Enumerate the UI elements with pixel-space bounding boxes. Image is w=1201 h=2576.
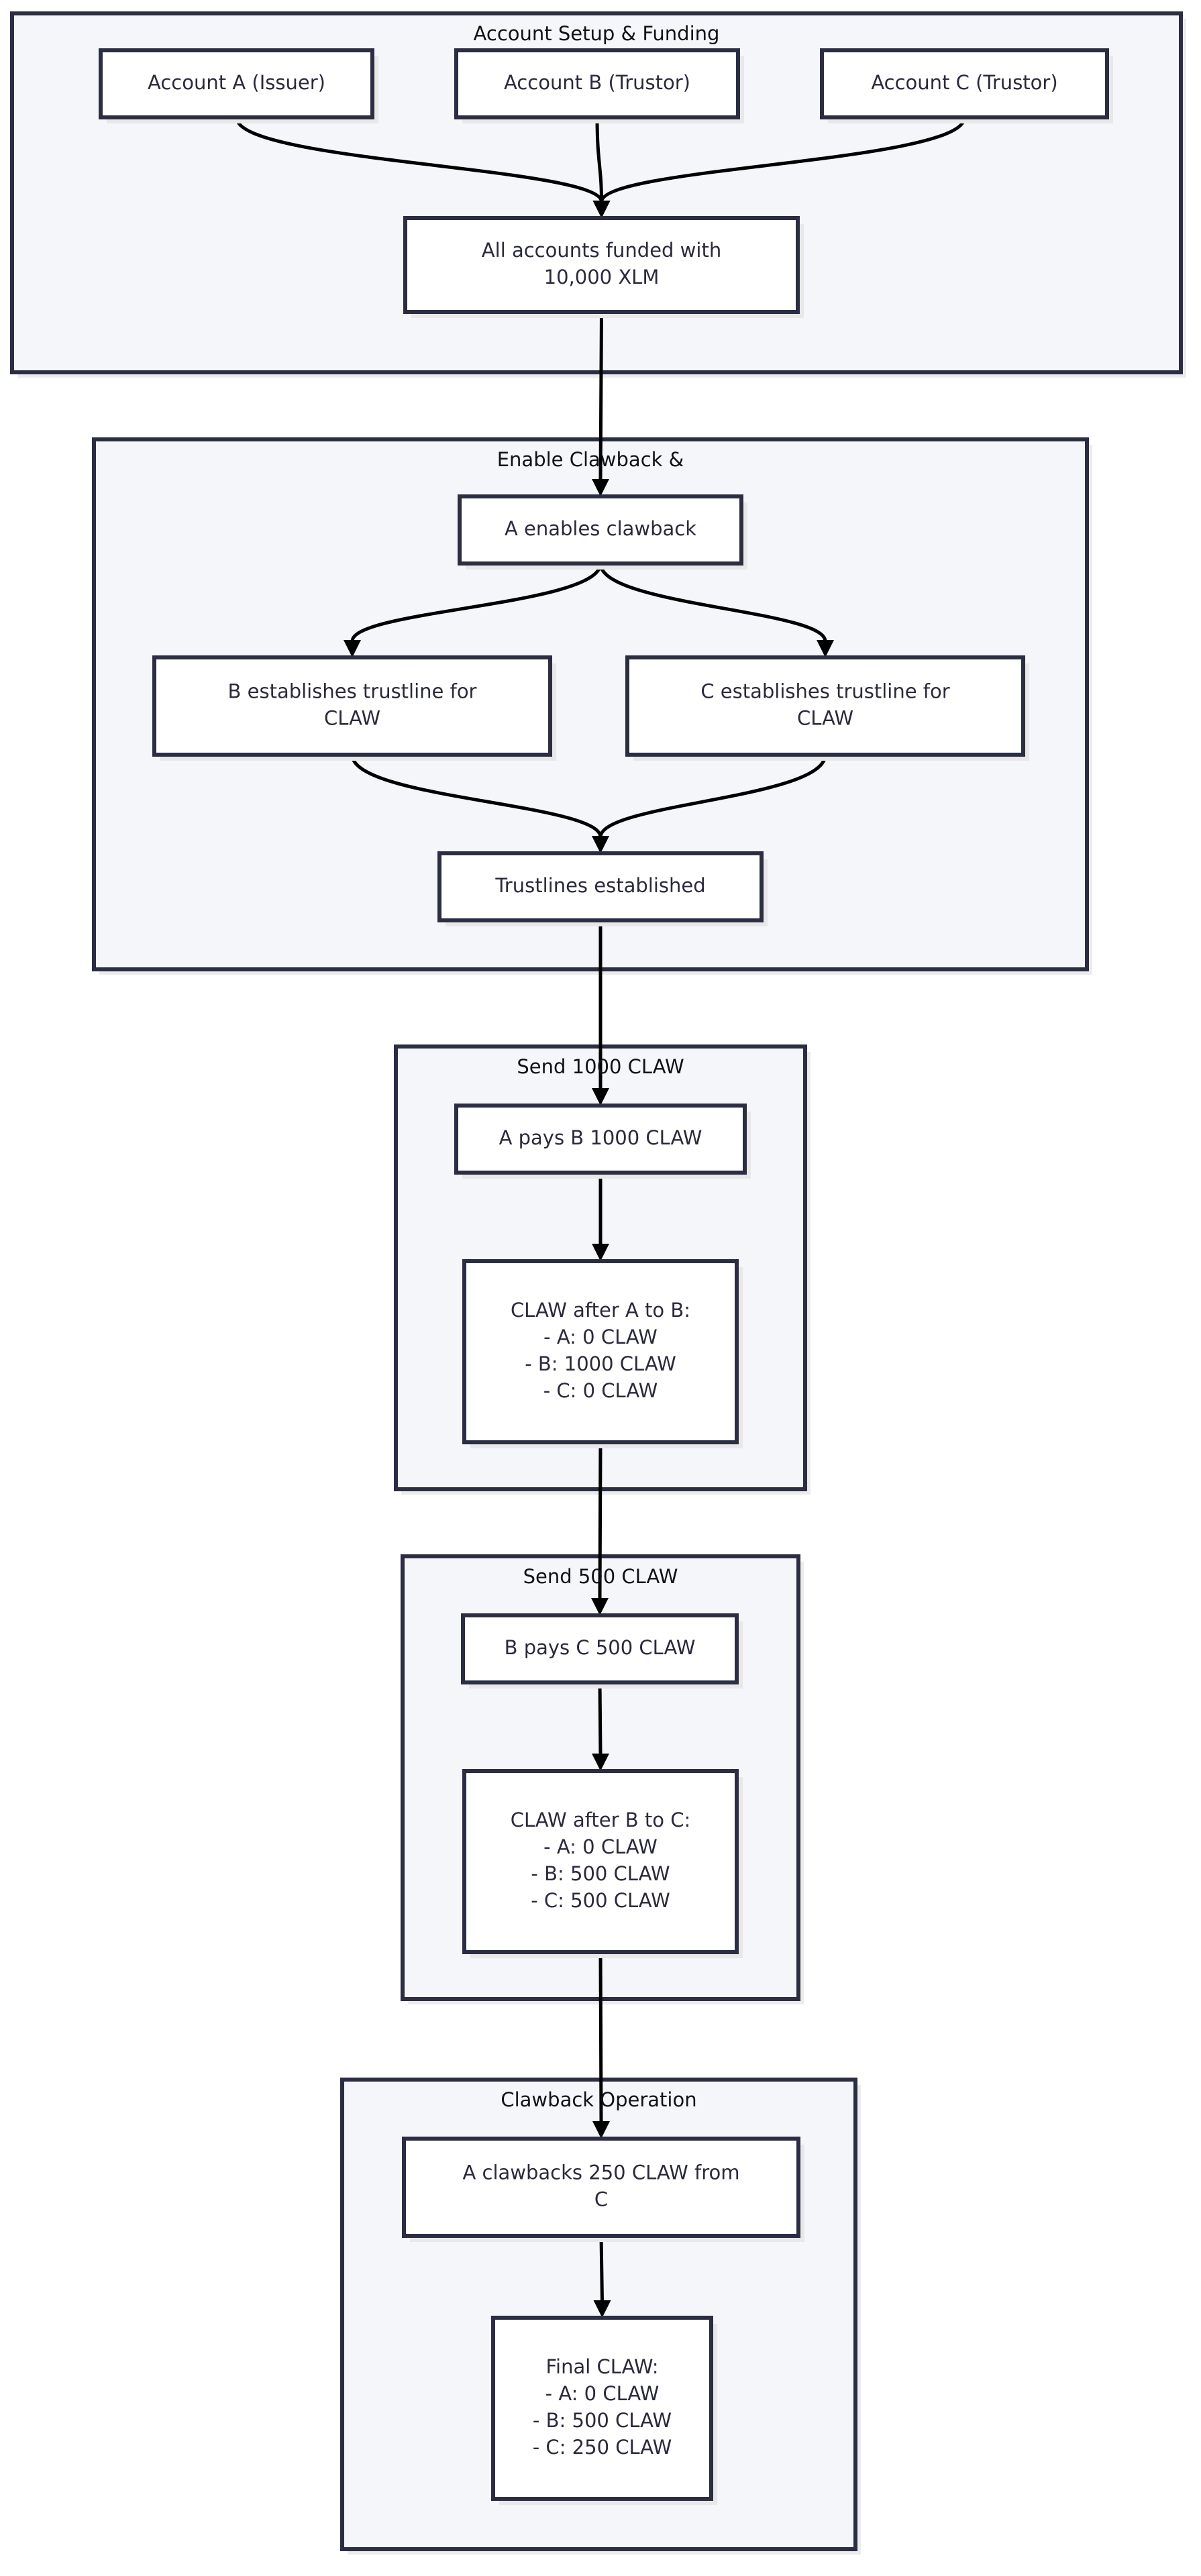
- node-trustlines-established[interactable]: [437, 851, 764, 922]
- edge-c-trustline-to-established-arrowhead: [592, 836, 609, 853]
- edge-balance-to-b-pays-c-arrowhead: [591, 1598, 609, 1615]
- node-a-clawbacks-line-0: A clawbacks 250 CLAW from: [462, 2161, 739, 2184]
- edge-enables-to-c-trustline-arrowhead: [817, 640, 834, 657]
- node-a-clawbacks-line-1: C: [594, 2188, 608, 2211]
- node-account-b-line-0: Account B (Trustor): [504, 71, 690, 94]
- node-a-clawbacks[interactable]: [402, 2137, 800, 2238]
- edge-b-pays-c-to-balance-arrowhead: [592, 1754, 609, 1771]
- node-claw-after-b-to-c-line-1: - A: 0 CLAW: [543, 1835, 658, 1858]
- node-account-a[interactable]: [99, 48, 374, 119]
- node-final-claw-line-3: - C: 250 CLAW: [533, 2436, 672, 2459]
- node-c-trustline-line-1: CLAW: [797, 707, 853, 730]
- node-b-pays-c-line-0: B pays C 500 CLAW: [505, 1636, 696, 1659]
- node-b-trustline-line-1: CLAW: [324, 707, 380, 730]
- edge-clawback-to-final: [599, 2235, 604, 2302]
- edge-funded-to-enables-arrowhead: [592, 479, 609, 496]
- edge-a-to-funded: [235, 117, 603, 203]
- edge-a-pays-b-to-balance-arrowhead: [592, 1244, 609, 1261]
- node-account-c[interactable]: [820, 48, 1109, 119]
- node-claw-after-b-to-c[interactable]: [462, 1769, 739, 1954]
- cluster-label-cluster-clawback-operation: Clawback Operation: [501, 2088, 696, 2111]
- edge-balance-to-clawback-arrowhead: [592, 2121, 610, 2139]
- edge-c-trustline-to-established: [598, 754, 827, 838]
- node-a-enables-clawback[interactable]: [458, 494, 743, 566]
- edge-funded-to-enables: [598, 311, 603, 481]
- node-final-claw-line-0: Final CLAW:: [545, 2355, 658, 2378]
- edge-c-to-funded-arrowhead: [592, 201, 611, 218]
- node-claw-after-a-to-b-line-1: - A: 0 CLAW: [543, 1326, 658, 1348]
- node-claw-after-b-to-c-line-3: - C: 500 CLAW: [531, 1889, 670, 1912]
- node-final-claw[interactable]: [491, 2316, 713, 2501]
- cluster-label-cluster-account-setup: Account Setup & Funding: [474, 22, 720, 45]
- node-c-trustline-line-0: C establishes trustline for: [700, 680, 949, 703]
- node-claw-after-a-to-b-line-0: CLAW after A to B:: [511, 1299, 690, 1322]
- edge-enables-to-b-trustline-arrowhead: [344, 640, 361, 657]
- node-account-a-line-0: Account A (Issuer): [148, 71, 325, 94]
- node-account-c-line-0: Account C (Trustor): [871, 71, 1057, 94]
- edge-b-trustline-to-established: [350, 754, 603, 838]
- cluster-label-cluster-send-1000: Send 1000 CLAW: [517, 1055, 684, 1078]
- node-b-trustline[interactable]: [152, 655, 552, 757]
- node-claw-after-a-to-b-line-3: - C: 0 CLAW: [543, 1379, 658, 1402]
- node-a-pays-b-line-0: A pays B 1000 CLAW: [499, 1126, 702, 1149]
- node-final-claw-line-1: - A: 0 CLAW: [545, 2382, 660, 2405]
- node-b-pays-c[interactable]: [461, 1613, 739, 1684]
- cluster-label-cluster-enable-clawback: Enable Clawback &: [497, 448, 684, 471]
- edge-c-to-funded: [600, 117, 966, 203]
- node-claw-after-b-to-c-line-0: CLAW after B to C:: [511, 1809, 691, 1831]
- cluster-label-cluster-send-500: Send 500 CLAW: [523, 1565, 678, 1588]
- node-all-funded-line-0: All accounts funded with: [482, 239, 721, 262]
- node-trustlines-established-line-0: Trustlines established: [494, 874, 705, 897]
- edge-enables-to-c-trustline: [598, 563, 827, 642]
- node-all-funded-line-1: 10,000 XLM: [544, 266, 660, 288]
- edge-established-to-a-pays-b-arrowhead: [592, 1088, 609, 1106]
- edge-clawback-to-final-arrowhead: [593, 2300, 611, 2318]
- node-c-trustline[interactable]: [625, 655, 1025, 757]
- node-account-b[interactable]: [454, 48, 740, 119]
- edge-b-to-funded: [595, 117, 603, 203]
- edge-layer: [235, 117, 966, 2318]
- node-a-pays-b[interactable]: [454, 1104, 747, 1175]
- node-b-trustline-line-0: B establishes trustline for: [228, 680, 477, 703]
- node-claw-after-a-to-b-line-2: - B: 1000 CLAW: [525, 1352, 676, 1375]
- edge-balance-to-clawback: [598, 1951, 603, 2123]
- node-a-enables-clawback-line-0: A enables clawback: [505, 517, 696, 540]
- node-claw-after-b-to-c-line-2: - B: 500 CLAW: [531, 1862, 670, 1885]
- node-layer: Account A (Issuer) Account B (Trustor) Acc…: [99, 48, 1113, 2505]
- node-claw-after-a-to-b[interactable]: [462, 1259, 739, 1444]
- edge-enables-to-b-trustline: [350, 563, 603, 642]
- node-final-claw-line-2: - B: 500 CLAW: [533, 2409, 672, 2432]
- node-all-funded[interactable]: [403, 216, 800, 314]
